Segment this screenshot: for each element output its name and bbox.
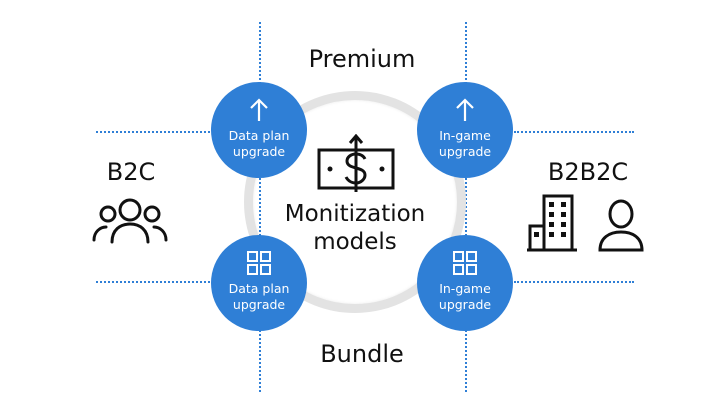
arrow-up-icon <box>456 98 474 121</box>
b2b2c-label: B2B2C <box>547 158 629 186</box>
person-icon <box>598 199 644 252</box>
guide-line-vertical-right <box>465 22 467 392</box>
premium-label: Premium <box>308 45 416 73</box>
bubble-data-plan-bundle: Data plan upgrade <box>211 235 307 331</box>
center-title: Monitization models <box>284 201 426 255</box>
bubble-in-game-bundle: In-game upgrade <box>417 235 513 331</box>
bubble-data-plan-premium: Data plan upgrade <box>211 82 307 178</box>
bubble-label: In-game upgrade <box>438 128 492 159</box>
arrow-up-icon <box>250 98 268 121</box>
bubble-label: Data plan upgrade <box>228 128 290 159</box>
money-bill-icon <box>317 134 395 192</box>
bundle-label: Bundle <box>320 340 404 368</box>
grid-icon <box>247 251 271 275</box>
building-icon <box>527 194 577 252</box>
bubble-label: In-game upgrade <box>438 281 492 312</box>
center-ring <box>244 91 466 313</box>
b2c-label: B2C <box>106 158 156 186</box>
grid-icon <box>453 251 477 275</box>
people-group-icon <box>92 198 168 244</box>
guide-line-horizontal-bottom-left <box>96 281 210 283</box>
bubble-in-game-premium: In-game upgrade <box>417 82 513 178</box>
guide-line-horizontal-top-right <box>514 131 634 133</box>
guide-line-horizontal-top-left <box>96 131 210 133</box>
guide-line-horizontal-bottom-right <box>514 281 634 283</box>
bubble-label: Data plan upgrade <box>228 281 290 312</box>
